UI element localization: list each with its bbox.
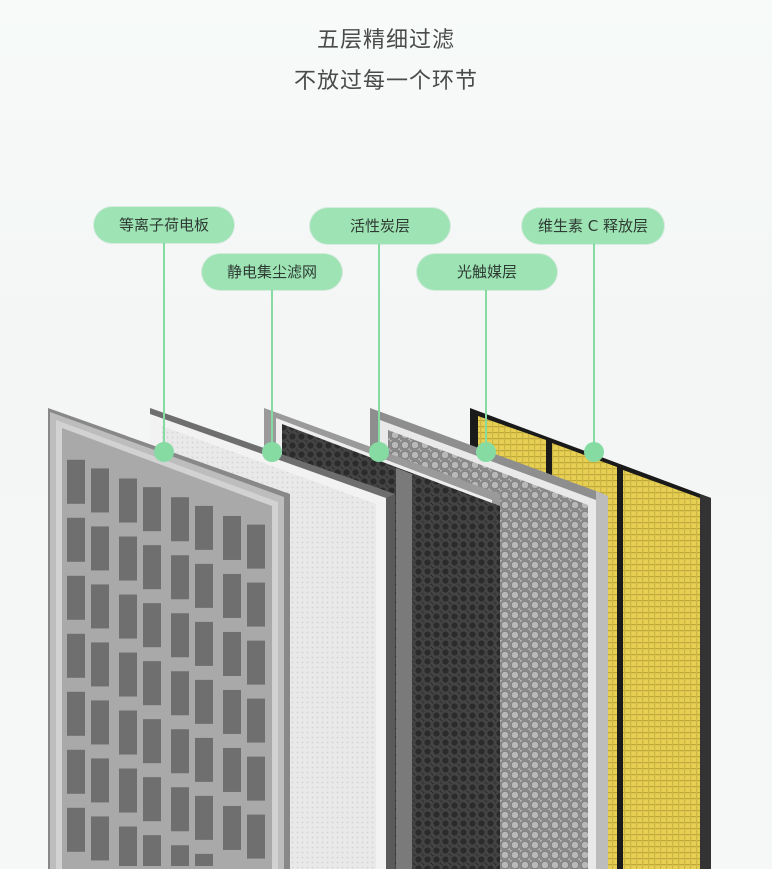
plate-hole — [91, 526, 109, 571]
plate-hole — [195, 853, 213, 866]
plate-hole — [247, 814, 265, 859]
plate-hole — [119, 478, 137, 523]
marker-5 — [584, 442, 604, 462]
plate-hole — [67, 575, 85, 620]
plate-hole — [195, 621, 213, 666]
plate-hole — [119, 594, 137, 639]
headline-line2: 不放过每一个环节 — [293, 69, 478, 94]
plate-hole — [119, 710, 137, 755]
plate-hole — [247, 640, 265, 685]
plate-hole — [195, 563, 213, 608]
plate-hole — [223, 573, 241, 618]
headline-line1: 五层精细过滤 — [316, 28, 455, 53]
plate-hole — [223, 515, 241, 560]
plate-hole — [143, 777, 161, 822]
label-vitamin-c: 维生素 C 释放层 — [522, 208, 664, 244]
label-plasma-plate: 等离子荷电板 — [94, 207, 234, 243]
plate-hole — [247, 698, 265, 743]
plate-hole — [91, 642, 109, 687]
plate-hole — [119, 652, 137, 697]
plate-hole — [223, 805, 241, 850]
plate-hole — [143, 719, 161, 764]
plate-hole — [143, 545, 161, 590]
plate-hole — [91, 468, 109, 513]
plate-hole — [143, 603, 161, 648]
label-photocatalyst: 光触媒层 — [417, 254, 557, 290]
plate-hole — [67, 517, 85, 562]
plate-hole — [247, 582, 265, 627]
plate-hole — [67, 691, 85, 736]
plate-hole — [171, 671, 189, 716]
marker-4 — [476, 442, 496, 462]
plate-hole — [195, 737, 213, 782]
plate-hole — [171, 613, 189, 658]
plate-hole — [67, 749, 85, 794]
plate-hole — [195, 679, 213, 724]
plate-hole — [119, 768, 137, 813]
leader-lines — [163, 241, 595, 452]
plate-hole — [171, 787, 189, 832]
plate-hole — [143, 487, 161, 532]
plate-hole — [247, 524, 265, 569]
plate-hole — [91, 758, 109, 803]
marker-1 — [154, 442, 174, 462]
plate-grid — [67, 459, 265, 866]
plate-hole — [171, 497, 189, 542]
plate-hole — [119, 826, 137, 866]
plate-hole — [91, 700, 109, 745]
plate-hole — [67, 633, 85, 678]
plate-hole — [67, 459, 85, 504]
markers — [154, 442, 604, 462]
plate-hole — [143, 835, 161, 866]
plate-hole — [91, 816, 109, 861]
marker-2 — [262, 442, 282, 462]
label-activated-carbon: 活性炭层 — [310, 208, 450, 244]
plate-hole — [223, 631, 241, 676]
plate-hole — [171, 845, 189, 866]
plate-hole — [91, 584, 109, 629]
plate-hole — [67, 807, 85, 852]
plate-hole — [119, 536, 137, 581]
plate-hole — [223, 689, 241, 734]
plate-hole — [247, 756, 265, 801]
layer-plasma-plate — [48, 408, 290, 869]
label-dust-filter: 静电集尘滤网 — [202, 254, 342, 290]
plate-hole — [195, 795, 213, 840]
plate-hole — [171, 729, 189, 774]
plate-hole — [195, 505, 213, 550]
marker-3 — [369, 442, 389, 462]
plate-hole — [171, 555, 189, 600]
plate-hole — [223, 747, 241, 792]
plate-hole — [143, 661, 161, 706]
